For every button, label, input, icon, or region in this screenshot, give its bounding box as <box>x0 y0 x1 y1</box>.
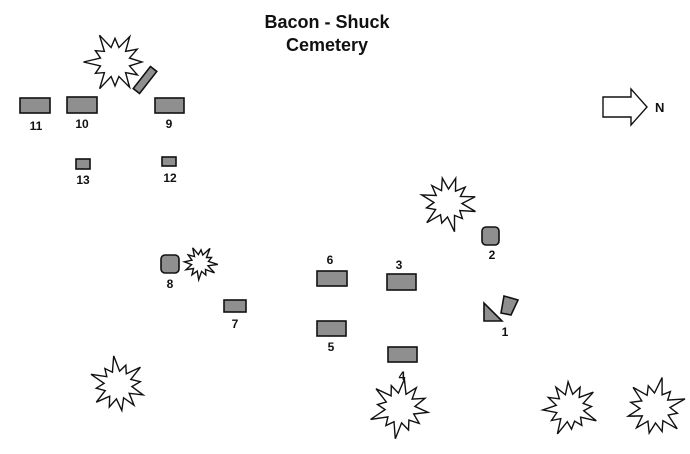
grave-10: 10 <box>66 96 98 131</box>
title-line-1: Bacon - Shuck <box>264 12 390 32</box>
tree-burst-icon <box>370 376 431 439</box>
grave-label: 5 <box>328 340 335 354</box>
grave-label: 11 <box>30 119 43 133</box>
tree-burst-icon <box>83 34 145 90</box>
north-label: N <box>655 100 664 115</box>
grave-label: 2 <box>489 248 496 262</box>
grave-9: 9 <box>154 97 185 131</box>
grave-1: 1 <box>483 294 520 339</box>
grave-6: 6 <box>316 253 348 287</box>
tree-burst-icon <box>540 379 597 435</box>
grave-11: 11 <box>19 97 51 133</box>
title-line-2: Cemetery <box>286 35 368 55</box>
grave-label: 4 <box>399 369 406 383</box>
fallen-stone <box>132 65 158 95</box>
grave-3: 3 <box>386 258 417 291</box>
north-arrow-icon <box>602 87 648 127</box>
grave-label: 3 <box>396 258 403 272</box>
tree-burst-icon <box>625 377 686 436</box>
grave-5: 5 <box>316 320 347 354</box>
grave-label: 1 <box>502 325 509 339</box>
tree-burst-icon <box>419 175 476 233</box>
grave-label: 12 <box>163 171 177 185</box>
grave-label: 10 <box>75 117 89 131</box>
grave-12: 12 <box>161 156 177 185</box>
grave-13: 13 <box>75 158 91 187</box>
tree-markers <box>83 34 686 439</box>
grave-7: 7 <box>223 299 247 331</box>
grave-8: 8 <box>160 254 180 291</box>
grave-label: 9 <box>166 117 173 131</box>
tree-burst-icon <box>90 355 146 413</box>
grave-4: 4 <box>387 346 418 383</box>
tree-burst-icon <box>181 247 219 283</box>
grave-label: 7 <box>232 317 239 331</box>
grave-label: 6 <box>327 253 334 267</box>
grave-2: 2 <box>481 226 500 262</box>
grave-label: 8 <box>167 277 174 291</box>
north-arrow: N <box>602 87 664 127</box>
grave-label: 13 <box>76 173 90 187</box>
